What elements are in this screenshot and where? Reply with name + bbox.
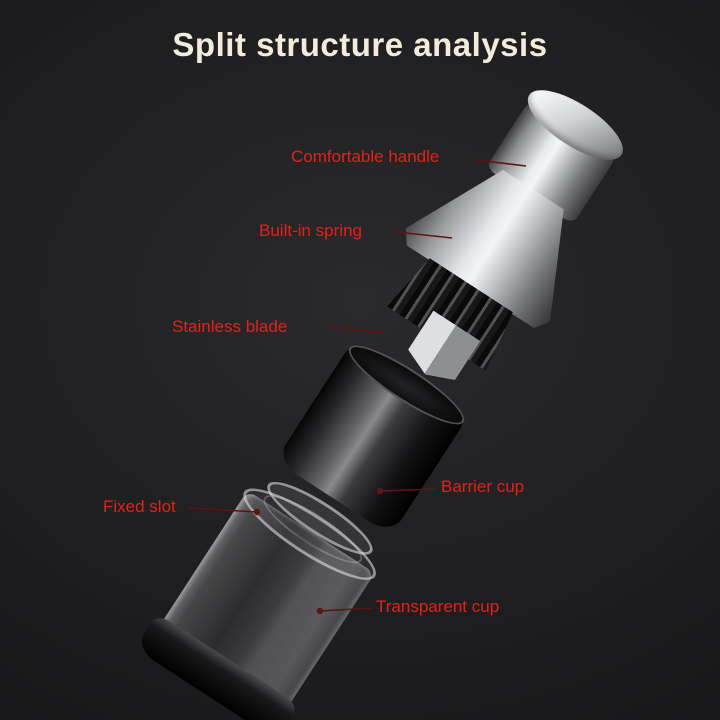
- label-stainless-blade: Stainless blade: [172, 317, 288, 336]
- label-built-in-spring: Built-in spring: [259, 221, 362, 240]
- page-title: Split structure analysis: [172, 26, 548, 63]
- label-transparent-cup: Transparent cup: [376, 597, 500, 616]
- label-barrier-cup: Barrier cup: [441, 477, 525, 496]
- label-fixed-slot: Fixed slot: [103, 497, 176, 516]
- label-comfortable-handle: Comfortable handle: [291, 147, 440, 166]
